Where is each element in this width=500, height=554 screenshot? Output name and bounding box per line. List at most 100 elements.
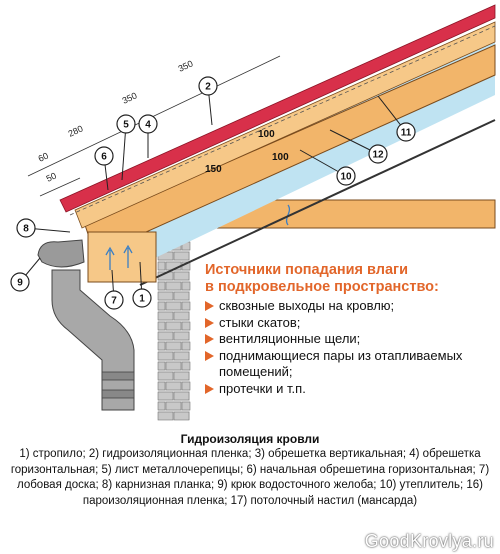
callout-circle [116,114,136,134]
moisture-sources-title: Источники попадания влаги в подкровельно… [205,262,495,296]
vent-arrow-icon [105,246,115,270]
callout-number: 7 [111,296,117,307]
brick [157,391,174,401]
callout-number: 4 [145,120,151,131]
callout-number: 12 [372,150,384,161]
roof-layers [59,4,496,286]
list-item-text: стыки скатов; [219,314,301,330]
moisture-sources: Источники попадания влаги в подкровельно… [205,262,495,397]
callout-circle [16,218,36,238]
brick [157,401,166,411]
dimension-lines [27,55,281,197]
triangle-bullet-icon [205,301,214,311]
callout-circle [368,144,388,164]
brick [157,261,166,271]
brick [165,301,182,311]
brick [173,351,190,361]
brick [181,281,191,291]
watermark: GoodKrovlya.ru [364,531,494,551]
callout-circle [396,122,416,142]
brick [173,251,190,261]
callout-number: 11 [401,128,412,139]
brick [181,361,191,371]
brick [157,351,174,361]
triangle-bullet-icon [205,334,214,344]
brick [157,411,174,421]
brick [157,331,174,341]
brick [157,321,166,331]
brick [173,391,190,401]
inner-dimension-label: 100 [258,129,275,140]
callout-number: 2 [205,82,211,93]
brick [157,341,166,351]
callout-circle [94,146,114,166]
list-item: протечки и т.п. [205,381,495,398]
brick [181,381,191,391]
callout-number: 5 [123,120,129,131]
brick [165,341,182,351]
triangle-bullet-icon [205,350,214,361]
list-item-text: протечки и т.п. [219,380,306,396]
callout-circle [336,166,356,186]
brick [157,381,166,391]
list-item: сквозные выходы на кровлю; [205,298,495,315]
caption-text: 1) стропило; 2) гидроизоляционная пленка… [10,448,490,507]
list-item: вентиляционные щели; [205,331,495,348]
inner-dimension-label: 150 [205,164,222,175]
brick [181,301,191,311]
list-item-text: вентиляционные щели; [219,331,361,346]
brick [157,301,166,311]
callout-circle [132,288,152,308]
brick [165,281,182,291]
brick [157,361,166,371]
callout-number: 9 [17,278,23,289]
brick [165,401,182,411]
vent-arrow-icon [123,244,133,268]
list-item: поднимающиеся пары из отапливаемых помещ… [205,348,495,381]
legend-caption: Гидроизоляция кровли 1) стропило; 2) гид… [8,432,492,509]
brick [157,281,166,291]
dimension-label: 50 [45,171,58,184]
list-item-text: поднимающиеся пары из отапливаемых помещ… [219,347,463,380]
callout-number: 1 [139,294,145,305]
brick [165,321,182,331]
brick [181,321,191,331]
callout-circle [138,114,158,134]
list-item: стыки скатов; [205,315,495,332]
moisture-sources-list: сквозные выходы на кровлю; стыки скатов;… [205,298,495,397]
dimension-label: 60 [37,151,50,164]
brick [181,401,191,411]
brick [157,311,174,321]
callout-number: 8 [23,224,29,235]
dimension-label: 350 [177,58,195,73]
brick [157,291,174,301]
brick [173,311,190,321]
vapor-arrow-icon [285,204,291,226]
brick-wall [157,230,191,421]
callout-circle [10,272,30,292]
brick [157,371,174,381]
triangle-bullet-icon [205,317,214,328]
fascia-board [87,231,157,283]
inner-dimension-label: 100 [272,152,289,163]
gutter-downpipe [37,239,135,411]
brick [165,381,182,391]
moisture-sources-title-line2: в подкровельное пространство: [205,279,439,295]
brick [173,371,190,381]
brick [173,331,190,341]
moisture-sources-title-line1: Источники попадания влаги [205,262,408,278]
brick [165,361,182,371]
brick [173,411,190,421]
brick [173,291,190,301]
brick [181,341,191,351]
callout-circle [198,76,218,96]
dimension-label: 350 [121,90,139,105]
callout-number: 10 [340,172,352,183]
triangle-bullet-icon [205,383,214,394]
brick [173,271,190,281]
caption-title: Гидроизоляция кровли [180,432,320,446]
callout-circle [104,290,124,310]
callout-number: 6 [101,152,107,163]
list-item-text: сквозные выходы на кровлю; [219,298,395,313]
